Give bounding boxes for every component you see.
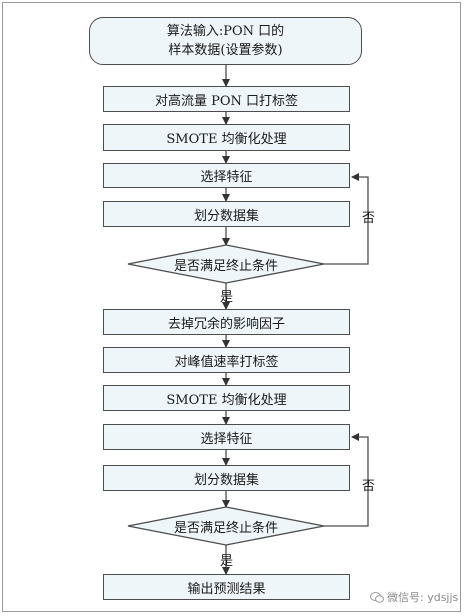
- no-label-1: 否: [362, 211, 376, 226]
- diagram-frame: [2, 2, 461, 612]
- yes-label-2: 是: [220, 554, 234, 569]
- step-select-features-2: 选择特征: [103, 424, 350, 450]
- step-smote-2: SMOTE 均衡化处理: [103, 385, 350, 411]
- end-node: 输出预测结果: [103, 574, 350, 600]
- watermark: 微信号: ydsjjs: [370, 589, 458, 605]
- step-select-features-1: 选择特征: [103, 163, 350, 188]
- decision1-label: 是否满足终止条件: [173, 258, 278, 274]
- decision2-label: 是否满足终止条件: [173, 520, 278, 536]
- watermark-text: 微信号: ydsjjs: [387, 591, 459, 604]
- start-node: 算法输入:PON 口的 样本数据(设置参数): [89, 17, 362, 65]
- loop-no2: [324, 433, 369, 527]
- start-line2: 样本数据(设置参数): [168, 43, 283, 58]
- wechat-icon: [370, 591, 384, 603]
- start-line1: 算法输入:PON 口的: [166, 24, 285, 39]
- loop-no1: [324, 173, 369, 265]
- decision1-diamond: [127, 244, 325, 284]
- step-smote-1: SMOTE 均衡化处理: [103, 124, 350, 151]
- step-split-dataset-1: 划分数据集: [103, 201, 350, 227]
- decision2-diamond: [127, 506, 325, 546]
- step-split-dataset-2: 划分数据集: [103, 465, 350, 491]
- no-label-2: 否: [362, 479, 376, 494]
- step-label-peak-rate: 对峰值速率打标签: [103, 347, 350, 373]
- step-remove-redundant: 去掉冗余的影响因子: [103, 309, 350, 335]
- yes-label-1: 是: [220, 290, 234, 305]
- step-label-high-traffic: 对高流量 PON 口打标签: [103, 86, 350, 112]
